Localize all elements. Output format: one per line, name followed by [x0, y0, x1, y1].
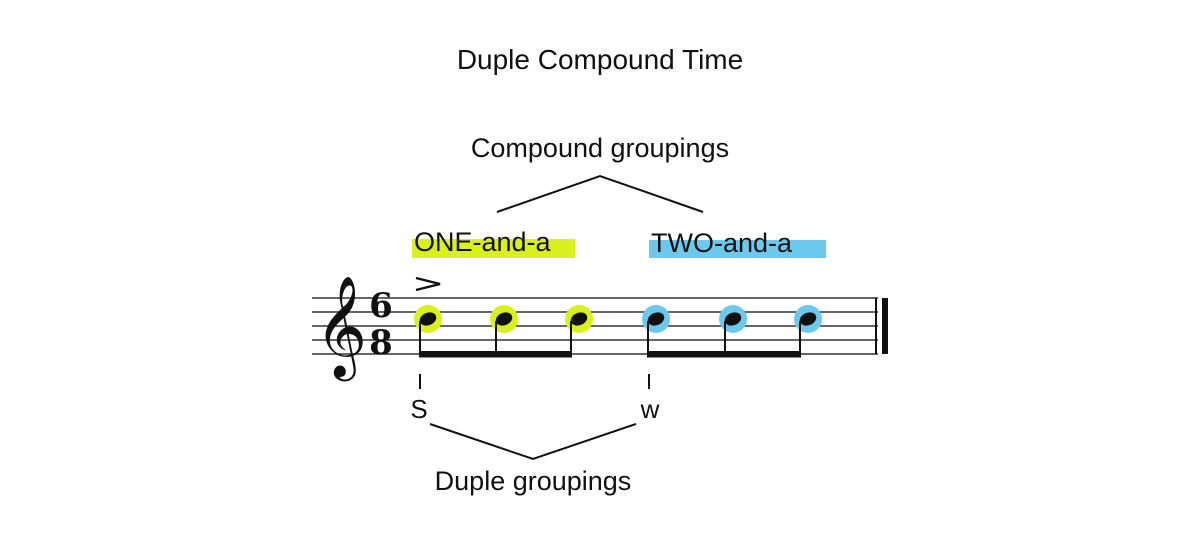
group-highlight-one: [412, 239, 575, 258]
note-head: [495, 312, 513, 326]
note-head: [419, 312, 437, 326]
duple-groupings-label: Duple groupings: [435, 466, 632, 496]
time-signature-denominator: 8: [369, 323, 393, 363]
beat-marker-strong: S: [410, 394, 427, 424]
beat-marker-weak: w: [640, 394, 660, 424]
note-group: [642, 305, 822, 358]
note-beam: [647, 351, 801, 358]
group-label-two: TWO-and-a: [649, 228, 826, 258]
accent-mark-icon: [415, 276, 441, 292]
compound-groupings-label: Compound groupings: [471, 133, 729, 163]
group-highlight-two: [649, 240, 826, 258]
note-head: [799, 312, 817, 326]
time-signature-numerator: 6: [369, 286, 393, 326]
group-text-two: TWO-and-a: [651, 228, 793, 258]
group-label-one: ONE-and-a: [412, 227, 575, 258]
note-beam: [419, 351, 572, 358]
diagram-title: Duple Compound Time: [457, 44, 743, 75]
treble-clef-icon: 𝄞: [315, 274, 367, 382]
group-text-one: ONE-and-a: [414, 227, 552, 257]
note-head: [570, 312, 588, 326]
duple-bracket: [429, 423, 637, 461]
note-head: [724, 312, 742, 326]
note-group: [414, 305, 593, 358]
note-head: [647, 312, 665, 326]
notes-layer: [414, 305, 822, 358]
compound-bracket: [496, 174, 704, 213]
staff: [312, 297, 878, 355]
